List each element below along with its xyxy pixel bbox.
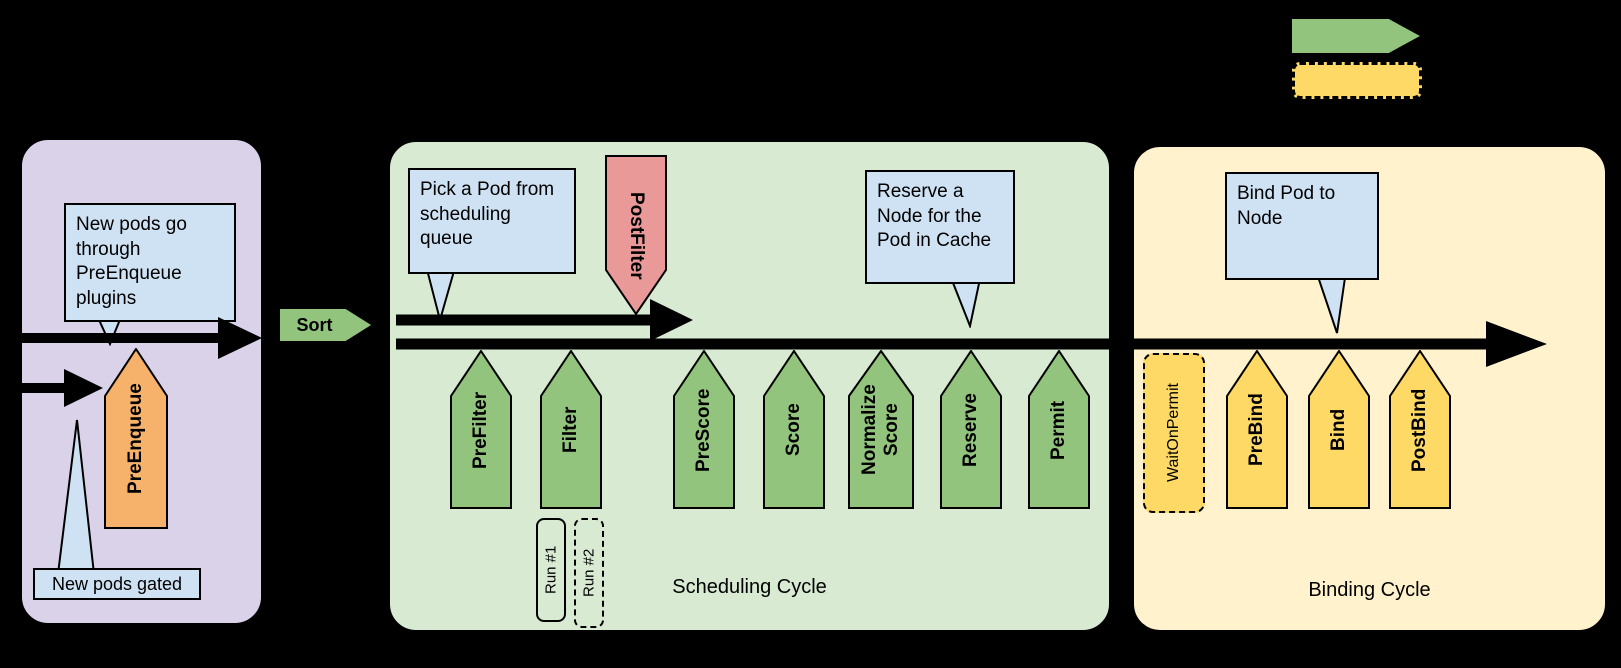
sort-arrow: Sort <box>278 307 375 343</box>
up-arrow-shape <box>848 350 914 509</box>
right-arrow-shape <box>278 307 375 343</box>
run-label: Run #1 <box>542 545 560 595</box>
extension-point-normalize-score: Normalize Score <box>848 350 914 510</box>
callout-pick-pod: Pick a Pod from scheduling queue <box>408 168 576 274</box>
down-arrow-shape <box>605 155 667 316</box>
extension-point-label: PreBind <box>1246 393 1268 467</box>
new-pods-gated-label: New pods gated <box>33 568 201 600</box>
extension-point-label: Filter <box>560 406 582 454</box>
extension-point-label: PreScore <box>693 388 715 472</box>
extension-point-bind: Bind <box>1308 350 1370 510</box>
up-arrow-shape <box>1028 350 1090 509</box>
up-arrow-shape <box>1226 350 1288 509</box>
up-arrow-shape <box>1389 350 1451 509</box>
extension-point-label: PostBind <box>1409 388 1431 472</box>
callout-tail-gated <box>56 419 96 575</box>
scheduling-cycle-title: Scheduling Cycle <box>672 576 827 598</box>
wait-on-permit-label: WaitOnPermit <box>1164 383 1182 483</box>
extension-point-postfilter: PostFilter <box>605 155 667 316</box>
extension-point-reserve: Reserve <box>940 350 1002 510</box>
extension-point-label: PreEnqueue <box>125 383 147 495</box>
filter-run-1: Run #1 <box>536 518 566 622</box>
extension-point-prescore: PreScore <box>673 350 735 510</box>
extension-point-postbind: PostBind <box>1389 350 1451 510</box>
callout-new-pods: New pods go through PreEnqueue plugins <box>64 203 236 322</box>
extension-point-prebind: PreBind <box>1226 350 1288 510</box>
extension-point-score: Score <box>763 350 825 510</box>
extension-point-preenqueue: PreEnqueue <box>104 348 168 530</box>
callout-bind: Bind Pod to Node <box>1225 172 1379 280</box>
up-arrow-shape <box>673 350 735 509</box>
extension-point-label: PostFilter <box>625 191 647 280</box>
extension-point-label: Bind <box>1328 408 1350 452</box>
run-label: Run #2 <box>580 548 598 598</box>
extension-point-label: Normalize Score <box>859 384 902 476</box>
extension-point-label: Score <box>783 403 805 457</box>
up-arrow-shape <box>104 348 168 529</box>
up-arrow-shape <box>940 350 1002 509</box>
up-arrow-shape <box>763 350 825 509</box>
sort-label: Sort <box>296 314 333 335</box>
up-arrow-shape <box>540 350 602 509</box>
extension-point-prefilter: PreFilter <box>450 350 512 510</box>
callout-reserve: Reserve a Node for the Pod in Cache <box>865 170 1015 284</box>
legend-yellow-dashed-box-icon <box>1292 62 1422 99</box>
extension-point-label: Permit <box>1048 400 1070 460</box>
extension-point-permit: Permit <box>1028 350 1090 510</box>
up-arrow-shape <box>450 350 512 509</box>
up-arrow-shape <box>1308 350 1370 509</box>
extension-point-label: PreFilter <box>470 391 492 469</box>
binding-cycle-title: Binding Cycle <box>1308 579 1431 601</box>
filter-run-2: Run #2 <box>574 518 604 628</box>
extension-point-label: Reserve <box>960 393 982 467</box>
wait-on-permit-box: WaitOnPermit <box>1143 353 1205 513</box>
legend-green-arrow-icon <box>1290 17 1423 55</box>
extension-point-filter: Filter <box>540 350 602 510</box>
